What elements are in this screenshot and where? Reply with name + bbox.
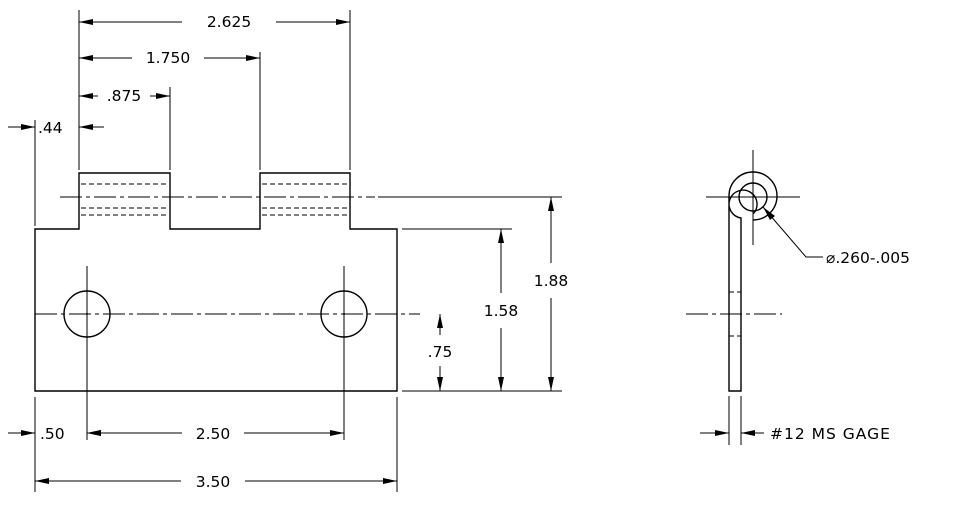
dimension-labels: 2.625 1.750 .875 .44 .50 2.50 3.50 1.88 … bbox=[38, 13, 910, 491]
dim-hole-height: .75 bbox=[428, 343, 453, 361]
dim-hole-spacing: 2.50 bbox=[196, 425, 231, 443]
dim-pin-diameter: ⌀.260-.005 bbox=[826, 249, 910, 267]
dim-overall-height: 1.88 bbox=[534, 272, 569, 290]
knuckle-hidden-lines bbox=[81, 183, 349, 216]
side-view bbox=[686, 150, 823, 445]
dim-leaf-height: 1.58 bbox=[484, 302, 519, 320]
side-leaf-profile bbox=[728, 189, 758, 392]
dim-knuckle-first-offset: .44 bbox=[38, 119, 63, 137]
dim-knuckle-span: 2.625 bbox=[207, 13, 251, 31]
diameter-leader bbox=[762, 206, 823, 258]
dim-knuckle-first-end: .875 bbox=[107, 87, 142, 105]
dim-overall-length: 3.50 bbox=[196, 473, 231, 491]
extension-lines bbox=[34, 10, 562, 492]
dimension-lines bbox=[8, 19, 554, 484]
hinge-leaf-outline bbox=[34, 172, 398, 392]
dim-material-gage: #12 MS GAGE bbox=[770, 425, 891, 443]
dim-knuckle-second-start: 1.750 bbox=[146, 49, 190, 67]
front-view bbox=[34, 172, 420, 440]
dim-hole-edge-offset: .50 bbox=[40, 425, 65, 443]
